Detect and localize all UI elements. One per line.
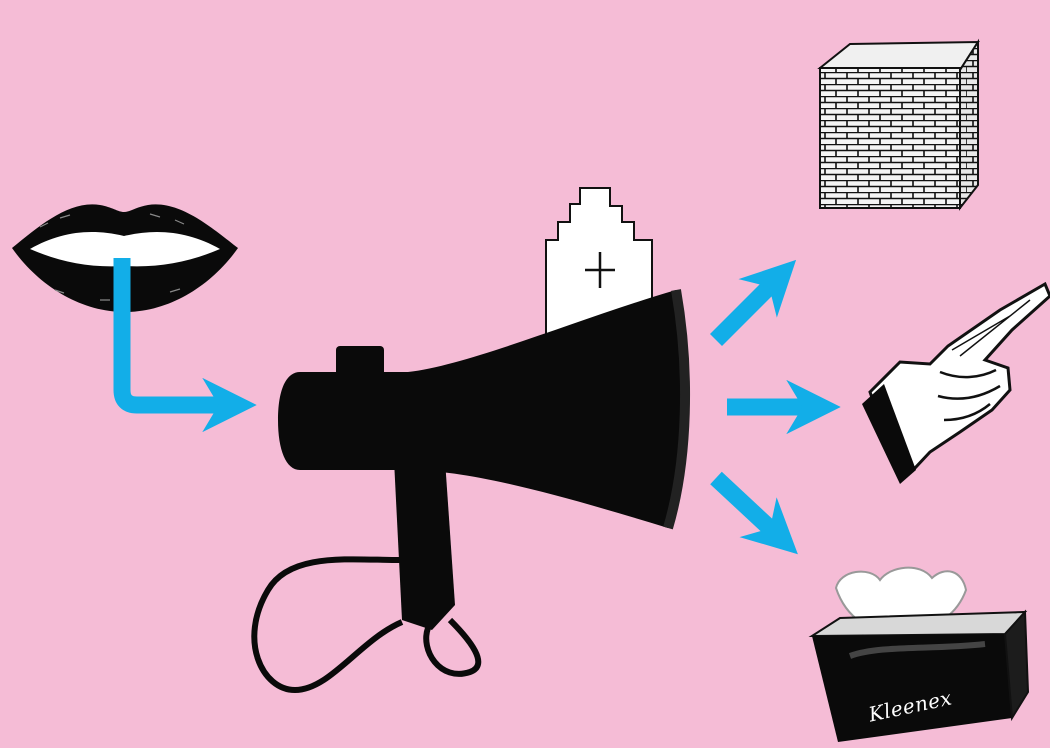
arrow-to-megaphone: [113, 258, 257, 433]
tissue-box-icon: [808, 566, 1030, 742]
pointing-hand-icon: [862, 281, 1050, 484]
arrow-down-right: [710, 471, 798, 555]
brick-wall-icon: [817, 38, 980, 211]
church-silhouette-icon: [545, 187, 653, 341]
arrow-up-right: [709, 259, 797, 347]
megaphone-icon: [251, 289, 691, 694]
